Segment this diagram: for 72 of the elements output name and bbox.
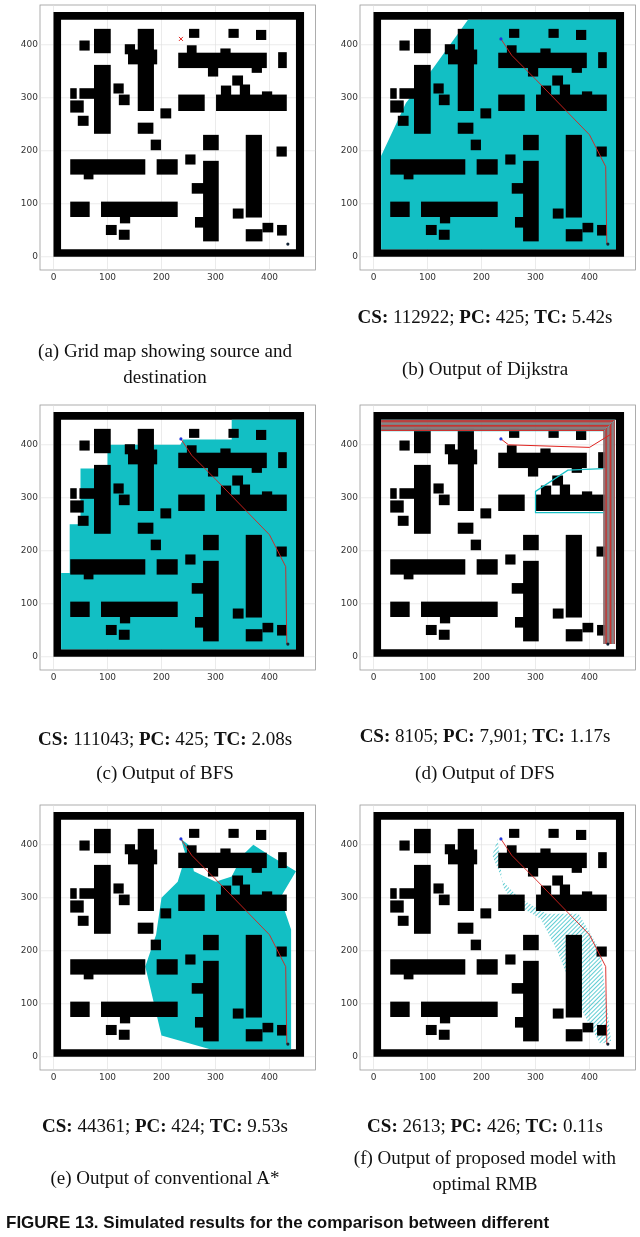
tick-label: 400 [20, 438, 38, 449]
tick-label: 0 [352, 250, 358, 261]
subfigure-caption: (a) Grid map showing source and destination [37, 339, 293, 389]
subfigure-caption: (c) Output of BFS [95, 761, 235, 785]
tick-label: 0 [369, 672, 378, 682]
tick-label: 100 [20, 197, 38, 208]
tick-label: 300 [205, 1072, 226, 1082]
tick-label: 200 [151, 1072, 172, 1082]
tick-label: 400 [259, 272, 280, 282]
tick-label: 400 [259, 1072, 280, 1082]
result-metrics-text: CS: 111043; PC: 425; TC: 2.08s [36, 728, 294, 750]
tick-label: 0 [32, 1050, 38, 1061]
subfigure-caption: (e) Output of conventional A* [49, 1166, 281, 1190]
tick-label: 400 [579, 672, 600, 682]
tick-label: 400 [20, 38, 38, 49]
tick-label: 100 [340, 997, 358, 1008]
result-metrics-text: CS: 2613; PC: 426; TC: 0.11s [366, 1115, 604, 1137]
tick-label: 400 [340, 438, 358, 449]
tick-label: 0 [369, 1072, 378, 1082]
tick-label: 0 [49, 272, 58, 282]
tick-label: 100 [417, 672, 438, 682]
tick-label: 100 [340, 197, 358, 208]
tick-label: 400 [579, 1072, 600, 1082]
tick-label: 100 [417, 272, 438, 282]
tick-label: 100 [97, 272, 118, 282]
tick-label: 400 [20, 838, 38, 849]
tick-label: 300 [525, 672, 546, 682]
result-metrics-text: CS: 44361; PC: 424; TC: 9.53s [41, 1115, 289, 1137]
tick-label: 400 [259, 672, 280, 682]
tick-label: 100 [97, 672, 118, 682]
figure-caption: FIGURE 13. Simulated results for the comparison between different [6, 1213, 550, 1233]
tick-label: 0 [49, 1072, 58, 1082]
tick-label: 300 [205, 672, 226, 682]
tick-label: 400 [340, 838, 358, 849]
tick-label: 200 [151, 272, 172, 282]
tick-label: 300 [525, 272, 546, 282]
tick-label: 200 [340, 944, 358, 955]
tick-label: 400 [340, 38, 358, 49]
tick-label: 100 [20, 997, 38, 1008]
tick-label: 300 [340, 491, 358, 502]
tick-label: 0 [32, 250, 38, 261]
tick-label: 100 [97, 1072, 118, 1082]
tick-label: 200 [471, 1072, 492, 1082]
tick-label: 300 [20, 491, 38, 502]
result-metrics-text: CS: 8105; PC: 7,901; TC: 1.17s [358, 725, 612, 747]
tick-label: 200 [340, 544, 358, 555]
tick-label: 0 [369, 272, 378, 282]
tick-label: 200 [20, 944, 38, 955]
tick-label: 300 [20, 891, 38, 902]
tick-label: 200 [20, 544, 38, 555]
tick-label: 100 [20, 597, 38, 608]
tick-label: 100 [417, 1072, 438, 1082]
tick-label: 0 [32, 650, 38, 661]
tick-label: 0 [352, 650, 358, 661]
tick-label: 0 [49, 672, 58, 682]
tick-label: 200 [471, 672, 492, 682]
tick-label: 0 [352, 1050, 358, 1061]
tick-label: 300 [205, 272, 226, 282]
subfigure-caption: (f) Output of proposed model with optimal RMB [352, 1146, 618, 1196]
tick-label: 300 [525, 1072, 546, 1082]
subfigure-caption: (b) Output of Dijkstra [400, 357, 570, 381]
tick-label: 300 [20, 91, 38, 102]
tick-label: 400 [579, 272, 600, 282]
tick-label: 200 [340, 144, 358, 155]
tick-label: 200 [471, 272, 492, 282]
tick-label: 300 [340, 891, 358, 902]
subfigure-caption: (d) Output of DFS [414, 761, 556, 785]
tick-label: 200 [151, 672, 172, 682]
tick-label: 200 [20, 144, 38, 155]
tick-label: 100 [340, 597, 358, 608]
tick-label: 300 [340, 91, 358, 102]
result-metrics-text: CS: 112922; PC: 425; TC: 5.42s [356, 306, 614, 328]
